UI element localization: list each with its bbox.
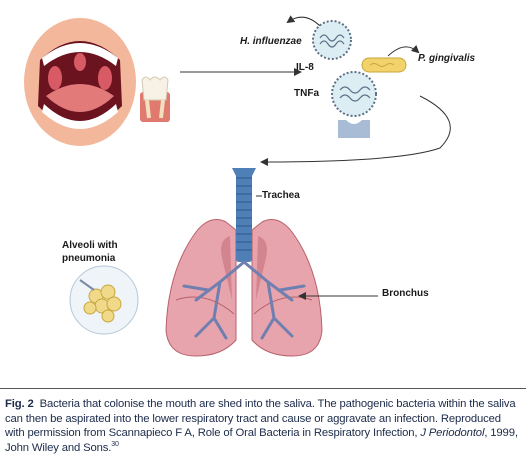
caption-journal: J Periodontol [420,427,485,440]
label-alveoli-line2: pneumonia [62,253,116,264]
label-alveoli-line1: Alveoli with [62,240,118,251]
figure-caption: Fig. 2 Bacteria that colonise the mouth … [5,397,521,455]
capsule-bacterium-icon [361,57,407,73]
caption-figure-label: Fig. 2 [5,398,34,410]
caption-divider [0,388,526,389]
caption-tail: , 1999, John Wiley and Sons. [5,427,518,454]
tooth-icon [140,76,170,122]
bacterium-icon [331,71,377,117]
label-bronchus: Bronchus [382,288,429,299]
receptor-icon [338,120,370,138]
trachea-icon [182,168,306,340]
caption-ref-number: 30 [111,441,119,449]
bacterium-icon [312,20,352,60]
label-h-influenzae: H. influenzae [240,36,302,47]
label-p-gingivalis: P. gingivalis [418,53,476,64]
alveoli-icon [69,265,139,335]
figure-illustration: H. influenzae IL-8 TNFa P. gingivalis Tr… [24,15,476,357]
label-il8: IL-8 [296,62,314,73]
label-trachea: Trachea [262,190,300,201]
label-tnfa: TNFa [294,88,319,99]
caption-body: Bacteria that colonise the mouth are she… [5,398,516,440]
mouth-icon [24,18,136,146]
